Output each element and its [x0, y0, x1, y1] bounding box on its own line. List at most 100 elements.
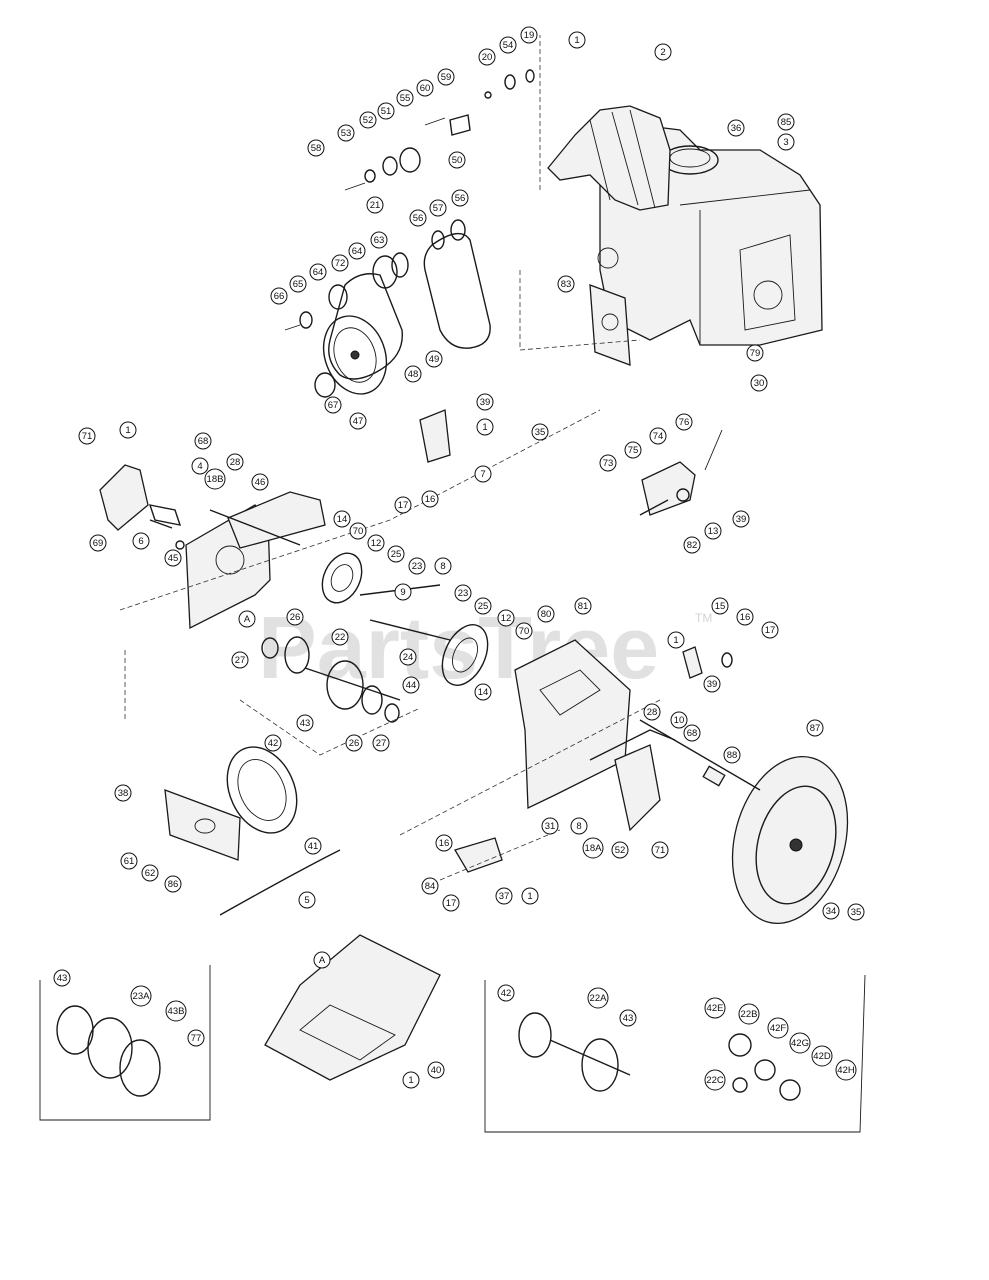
callout-label: 57 [433, 203, 444, 214]
callout-label: 14 [478, 687, 489, 698]
callout-40: 40 [427, 1061, 445, 1079]
detail-box-43 [39, 965, 211, 1121]
callout-bubble [114, 784, 132, 802]
callout-label: 70 [353, 526, 364, 537]
callout-bubble [409, 209, 427, 227]
callout-81: 81 [574, 597, 592, 615]
callout-38: 38 [114, 784, 132, 802]
callout-66: 66 [270, 287, 288, 305]
callout-43: 43 [296, 714, 314, 732]
shift-bracket [99, 464, 185, 550]
callout-label: 1 [408, 1075, 413, 1086]
callout-label: 4 [197, 461, 202, 472]
callout-36: 36 [727, 119, 745, 137]
callout-bubble [429, 199, 447, 217]
callout-51: 51 [377, 102, 395, 120]
callout-label: 69 [93, 538, 104, 549]
callout-bubble [683, 536, 701, 554]
engine-plate [589, 284, 631, 366]
callout-bubble [394, 583, 412, 601]
callout-label: A [244, 614, 251, 625]
callout-82: 82 [683, 536, 701, 554]
callout-bubble [531, 423, 549, 441]
callout-bubble [675, 413, 693, 431]
callout-80: 80 [537, 605, 555, 623]
callout-label: 42 [501, 988, 512, 999]
callout-1: 1 [476, 418, 494, 436]
callout-label: 88 [727, 750, 738, 761]
callout-label: 56 [413, 213, 424, 224]
callout-54: 54 [499, 36, 517, 54]
callout-77: 77 [187, 1029, 205, 1047]
callout-70: 70 [515, 622, 533, 640]
callout-label: 49 [429, 354, 440, 365]
callout-46: 46 [251, 473, 269, 491]
callout-bubble [649, 427, 667, 445]
callout-bubble [333, 510, 351, 528]
callout-8: 8 [434, 557, 452, 575]
callout-label: 18B [207, 474, 224, 485]
callout-label: 1 [482, 422, 487, 433]
callout-label: 1 [125, 425, 130, 436]
callout-22a: 22A [587, 987, 609, 1009]
callout-10: 10 [670, 711, 688, 729]
callout-bubble [435, 834, 453, 852]
callout-bubble [204, 468, 226, 490]
callout-30: 30 [750, 374, 768, 392]
large-pulley [322, 315, 388, 395]
callout-bubble [377, 102, 395, 120]
callout-label: 17 [398, 500, 409, 511]
callout-bubble [367, 534, 385, 552]
callout-27: 27 [372, 734, 390, 752]
callout-49: 49 [425, 350, 443, 368]
callout-bubble [643, 703, 661, 721]
callout-label: 51 [381, 106, 392, 117]
callout-16: 16 [736, 608, 754, 626]
callout-label: 25 [478, 601, 489, 612]
callout-bubble [711, 597, 729, 615]
callout-bubble [416, 79, 434, 97]
callout-label: 16 [439, 838, 450, 849]
callout-bubble [238, 610, 256, 628]
callout-bubble [515, 622, 533, 640]
callout-bubble [402, 676, 420, 694]
callout-1: 1 [521, 887, 539, 905]
callout-bubble [537, 605, 555, 623]
callout-1: 1 [667, 631, 685, 649]
drive-frame [514, 639, 676, 832]
callout-label: 12 [371, 538, 382, 549]
snow-tire [731, 756, 849, 924]
callout-label: 22B [741, 1009, 758, 1020]
callout-bubble [141, 864, 159, 882]
callout-label: 71 [82, 431, 93, 442]
callout-bubble [738, 1003, 760, 1025]
callout-label: 43 [300, 718, 311, 729]
callout-label: 3 [783, 137, 788, 148]
callout-68: 68 [683, 724, 701, 742]
callout-label: 40 [431, 1065, 442, 1076]
gear-right [441, 624, 489, 686]
callout-label: 35 [535, 427, 546, 438]
callout-label: 56 [455, 193, 466, 204]
callout-bubble [370, 231, 388, 249]
callout-bubble [119, 421, 137, 439]
callout-label: 10 [674, 715, 685, 726]
callout-label: 86 [168, 879, 179, 890]
callout-label: 22 [335, 632, 346, 643]
callout-1: 1 [119, 421, 137, 439]
callout-label: 79 [750, 348, 761, 359]
callout-6: 6 [132, 532, 150, 550]
callout-label: 39 [480, 397, 491, 408]
callout-12: 12 [497, 609, 515, 627]
callout-bubble [337, 124, 355, 142]
callout-label: 43B [168, 1006, 185, 1017]
callout-9: 9 [394, 583, 412, 601]
callout-label: 38 [118, 788, 129, 799]
callout-bubble [568, 31, 586, 49]
callout-label: 87 [810, 723, 821, 734]
callout-label: 54 [503, 40, 514, 51]
callout-52: 52 [359, 111, 377, 129]
callout-bubble [425, 350, 443, 368]
callout-bubble [372, 734, 390, 752]
